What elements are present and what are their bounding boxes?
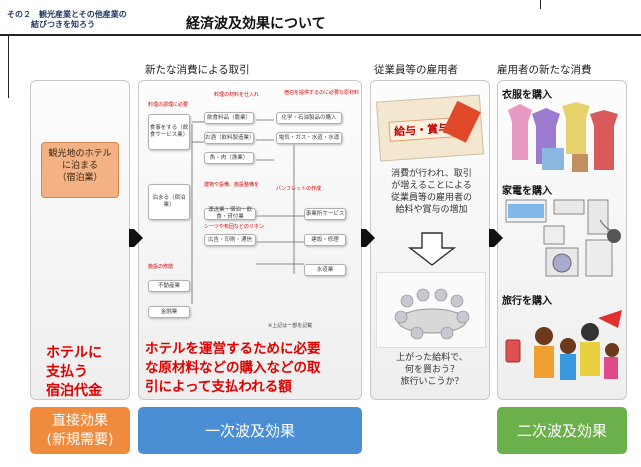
primary-effect-badge: 一次波及効果	[138, 407, 362, 454]
flow-note-pamphlet: パンフレットの作成	[276, 186, 322, 192]
hotel-payment-line2: 支払う	[46, 364, 88, 380]
arrow-1-bar	[129, 229, 134, 247]
appliances-icon	[505, 199, 621, 277]
section-label-line2: 結びつきを知ろう	[31, 20, 95, 29]
arrow-3	[494, 229, 503, 247]
hotel-box-line1: 観光地のホテル	[48, 149, 112, 159]
flow-footnote: ※上記は一部を記載	[268, 323, 313, 329]
flow-box-chemicals: 化学・石油製品の購入	[276, 112, 342, 124]
direct-effect-badge: 直接効果 (新規需要)	[30, 407, 130, 454]
flow-note-linen: シーツや布団などのリネン	[204, 224, 264, 230]
flow-caption-line2: な原材料などの購入などの取	[145, 360, 321, 376]
arrow-3-bar	[489, 229, 494, 247]
flow-box-repair: 建設・修理	[304, 234, 346, 246]
bonus-envelope: 給与・賞与	[376, 94, 484, 162]
employee-desc-line1: 消費が行われ、取引	[391, 169, 472, 179]
employee-desc-line4: 給料や賞与の増加	[395, 205, 468, 215]
arrow-2	[366, 229, 375, 247]
employee-desc-line3: 従業員等の雇用者の	[390, 193, 472, 203]
hotel-box-line3: （宿泊業）	[57, 173, 103, 183]
flow-note-buildings: 建物や設備、施設整備を	[204, 182, 260, 188]
flow-note-repair: 施設の修繕	[148, 264, 174, 270]
section-label: その２ 観光産業とその他産業の 結びつきを知ろう	[7, 10, 167, 30]
employee-description: 消費が行われ、取引 が増えることによる 従業員等の雇用者の 給料や賞与の増加	[375, 168, 488, 216]
buy-travel-label: 旅行を購入	[502, 296, 552, 307]
flow-box-service: 事業所サービス	[304, 208, 346, 220]
clothes-icon	[508, 102, 618, 172]
page-title: 経済波及効果について	[186, 16, 326, 32]
panel-direct	[30, 80, 130, 400]
employee-question-line2: 何を買おう？	[404, 365, 459, 375]
hotel-payment-line3: 宿泊代金	[46, 383, 102, 399]
travel-family-icon	[505, 310, 622, 380]
transaction-flow-diagram: 食事をする（飲食サービス業） 泊まる（宿泊業） 飲食料品（農業） お酒（飲料製造…	[144, 84, 360, 340]
col-head-employees: 従業員等の雇用者	[374, 64, 458, 76]
secondary-effect-badge: 二次波及効果	[497, 407, 627, 454]
flow-caption-line3: 引によって支払われる額	[145, 379, 292, 395]
flow-box-lodging: 泊まる（宿泊業）	[148, 184, 190, 220]
header-divider	[0, 34, 641, 36]
meeting-people-icon	[394, 288, 470, 340]
flow-box-real-estate: 不動産業	[148, 280, 190, 292]
hotel-payment-text: ホテルに 支払う 宿泊代金	[46, 344, 102, 401]
hotel-payment-line1: ホテルに	[46, 345, 102, 361]
flow-box-ad: 広告・印刷・通信	[204, 234, 256, 246]
flow-caption: ホテルを運営するために必要 な原材料などの購入などの取 引によって支払われる額	[145, 340, 361, 397]
buy-clothes-label: 衣服を購入	[502, 90, 552, 101]
hotel-box: 観光地のホテル に泊まる （宿泊業）	[41, 142, 119, 198]
buy-appliances-label: 家電を購入	[502, 186, 552, 197]
arrow-2-bar	[361, 229, 366, 247]
col-head-new-consumption: 雇用者の新たな消費	[497, 64, 592, 76]
header-tab-line	[540, 0, 541, 9]
flow-box-food-service: 食事をする（飲食サービス業）	[148, 114, 190, 150]
flow-box-food-material: 飲食料品（農業）	[204, 112, 254, 124]
meeting-illustration	[376, 272, 486, 348]
down-arrow-icon	[408, 232, 456, 266]
arrow-1	[134, 229, 143, 247]
flow-box-utilities: 電気・ガス・水道・水運	[276, 132, 342, 144]
employee-question-line1: 上がった給料で、	[396, 353, 468, 363]
left-margin-line	[8, 36, 9, 98]
flow-note-cooking: 料理の調理に必要	[148, 102, 189, 108]
flow-box-transport: 運送業・宿泊・飲食・貸付業	[204, 207, 256, 220]
flow-note-ingredients: 料理の材料を仕入れ	[214, 92, 260, 98]
flow-box-water: 水道業	[304, 264, 346, 276]
direct-effect-line2: (新規需要)	[46, 431, 114, 448]
employee-desc-line2: が増えることによる	[391, 181, 472, 191]
col-head-transactions: 新たな消費による取引	[145, 64, 250, 76]
direct-effect-line1: 直接効果	[52, 412, 108, 429]
employee-question-line3: 旅行いこうか？	[400, 377, 464, 387]
section-label-line1: その２ 観光産業とその他産業の	[7, 10, 127, 19]
flow-caption-line1: ホテルを運営するために必要	[145, 341, 321, 357]
flow-note-materials: 宿泊を提供するのに必要な原材料	[284, 90, 360, 96]
employee-question: 上がった給料で、 何を買おう？ 旅行いこうか？	[384, 352, 480, 388]
flow-box-beverage: お酒（飲料製造業）	[204, 132, 255, 144]
flow-box-finance: 金融業	[148, 306, 190, 318]
flow-box-fish-meat: 魚・肉（漁業）	[204, 152, 254, 164]
flow-connectors	[191, 119, 304, 304]
hotel-box-line2: に泊まる	[61, 161, 98, 171]
